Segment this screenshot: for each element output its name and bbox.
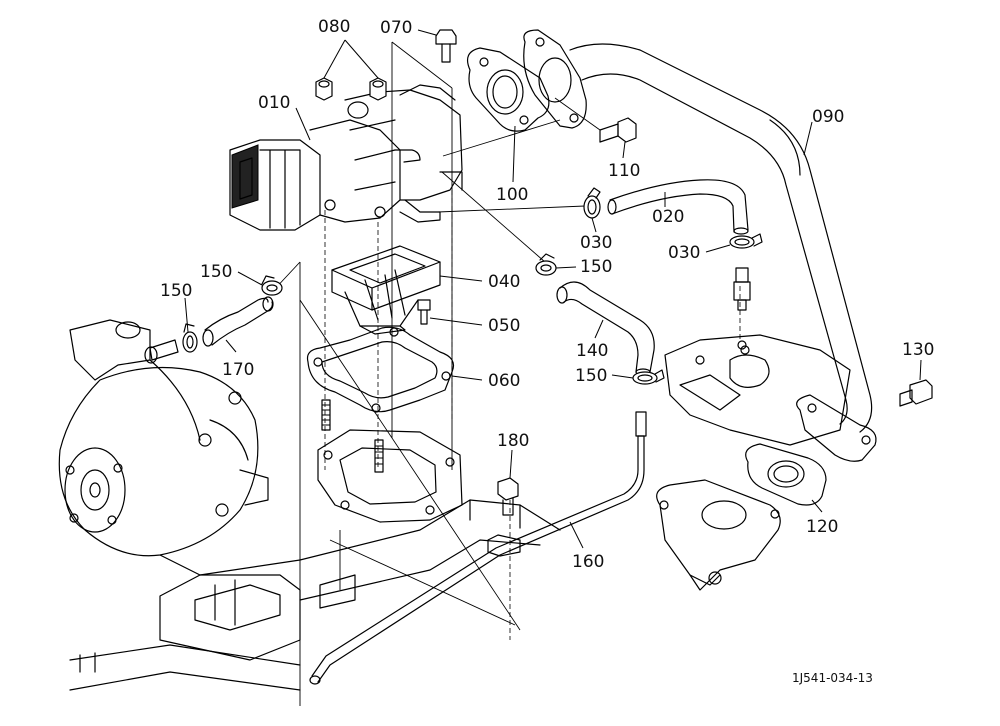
bolt-110 xyxy=(599,117,637,143)
engine-block xyxy=(69,499,561,691)
egr-pipe-090 xyxy=(569,43,873,433)
clamp-150-lower-left xyxy=(182,323,198,353)
clamp-030-lower xyxy=(729,233,763,249)
egr-base-flange xyxy=(317,429,463,523)
nuts-080 xyxy=(315,77,387,101)
callout-180: 180 xyxy=(497,431,529,451)
nipple-fitting xyxy=(733,267,751,350)
callout-050: 050 xyxy=(488,316,520,336)
callout-labels: 080 070 010 090 100 110 030 020 030 150 … xyxy=(160,17,934,685)
exhaust-flange xyxy=(656,479,781,591)
clamp-150-hose140 xyxy=(632,369,665,385)
egr-valve-010 xyxy=(229,84,463,231)
callout-030-upper: 030 xyxy=(580,233,612,253)
bolt-050 xyxy=(417,299,431,325)
callout-150-upper-left: 150 xyxy=(200,262,232,282)
callout-160: 160 xyxy=(572,552,604,572)
gasket-120 xyxy=(745,443,827,506)
callout-150-hose: 150 xyxy=(575,366,607,386)
reference-lines xyxy=(271,41,741,706)
gaskets-100 xyxy=(467,29,587,132)
callout-100: 100 xyxy=(496,185,528,205)
drawing-id: 1J541-034-13 xyxy=(792,671,873,685)
plug-130 xyxy=(899,379,933,407)
leader-lines xyxy=(184,29,922,549)
bolt-180 xyxy=(497,477,519,516)
callout-070: 070 xyxy=(380,18,412,38)
callout-130: 130 xyxy=(902,340,934,360)
studs xyxy=(321,399,384,473)
callout-060: 060 xyxy=(488,371,520,391)
callout-090: 090 xyxy=(812,107,844,127)
gasket-060 xyxy=(306,326,455,413)
pipe-160 xyxy=(309,411,647,685)
callout-110: 110 xyxy=(608,161,640,181)
water-pump xyxy=(58,319,301,576)
cylinder-head-right xyxy=(664,334,851,446)
callout-020: 020 xyxy=(652,207,684,227)
callout-150-lower-left: 150 xyxy=(160,281,192,301)
callout-170: 170 xyxy=(222,360,254,380)
bolt-070 xyxy=(435,29,457,63)
callout-030-lower: 030 xyxy=(668,243,700,263)
callout-150-valve: 150 xyxy=(580,257,612,277)
pipe-flange-lower xyxy=(796,394,877,462)
callout-120: 120 xyxy=(806,517,838,537)
clamp-030-upper xyxy=(583,187,601,219)
hose-020 xyxy=(607,179,749,235)
reed-valve-040 xyxy=(331,245,441,335)
callout-080: 080 xyxy=(318,17,350,37)
pump-nipple xyxy=(144,339,179,364)
callout-010: 010 xyxy=(258,93,290,113)
callout-140: 140 xyxy=(576,341,608,361)
hose-170 xyxy=(202,296,274,347)
callout-040: 040 xyxy=(488,272,520,292)
clamp-150-upper-left xyxy=(261,275,283,296)
